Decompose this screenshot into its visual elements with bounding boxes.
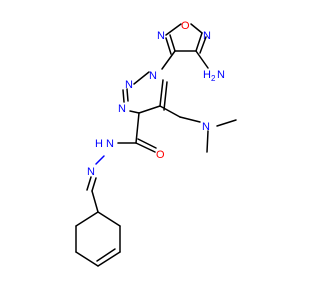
hydrazide-n-label: N [106, 138, 114, 150]
triazole-n1-label: N [149, 70, 157, 82]
hydrazone-double-1 [91, 177, 97, 192]
triazole-ring [122, 71, 168, 114]
carbonyl-double-2 [137, 138, 157, 149]
furazan-n-top-left-label: N [157, 30, 165, 42]
hydrazide-h-label: H [95, 138, 103, 150]
hydrazone-n-label: N [87, 166, 95, 178]
furazan-ring [165, 23, 207, 55]
furazan-n-right-label: N [203, 30, 211, 42]
n-n-bond [95, 155, 105, 165]
amino-n-label: N [217, 69, 225, 81]
nme-methyl-1 [206, 130, 209, 153]
ch-cyclohexenyl-bond [91, 190, 99, 213]
amino-h-label: H [203, 69, 211, 81]
dimethylamino-n-label: N [202, 121, 210, 133]
nme-methyl-2 [216, 119, 237, 127]
amino-group-label: H 2 N [203, 69, 225, 83]
triazole-carbonyl-bond [135, 112, 140, 144]
furazan-o-label: O [181, 20, 190, 32]
triazole-n3-label: N [118, 103, 126, 115]
amino-subscript-label: 2 [211, 74, 216, 83]
ch2-bond-1 [159, 105, 181, 118]
cyclohexenyl-ring [75, 211, 121, 267]
triazole-n2-label: N [125, 79, 133, 91]
amino-bond [195, 50, 209, 69]
carbonyl-o-label: O [156, 149, 165, 161]
molecule-structure-diagram: O N N H 2 N N N N N O H N N [75, 20, 237, 267]
hydrazone-double-2 [86, 176, 92, 191]
furazan-triazole-bond [161, 50, 176, 70]
carbonyl-double-1 [135, 142, 156, 153]
ch2-bond-2 [179, 116, 201, 123]
hydrazide-nh-label: H N [95, 138, 114, 150]
